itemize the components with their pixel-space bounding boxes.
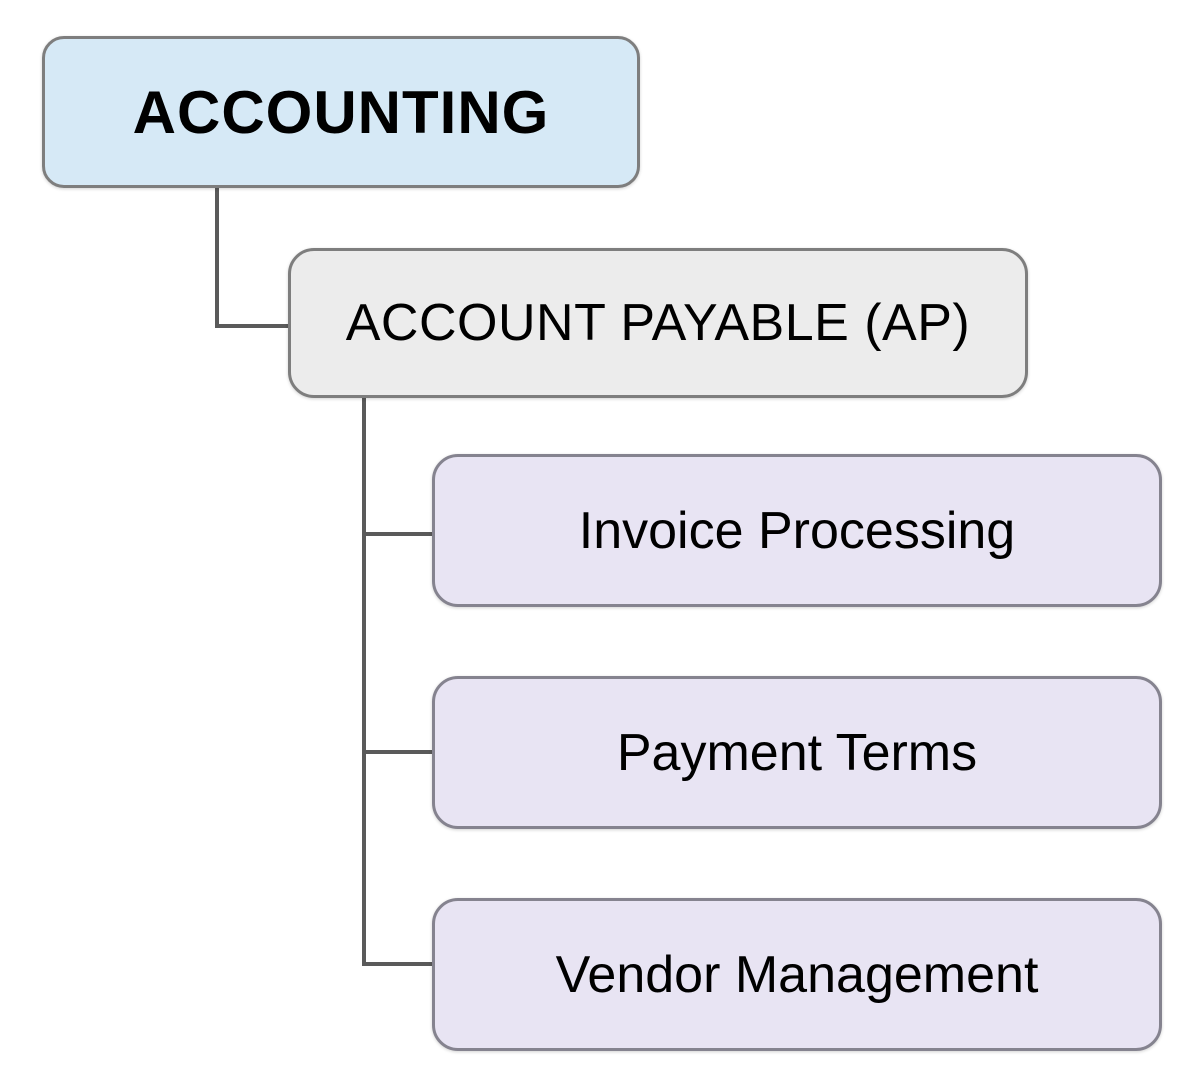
node-accounting-label: ACCOUNTING [132, 78, 550, 146]
node-vendor-management: Vendor Management [432, 898, 1162, 1051]
connector-accounting-to-ap [215, 324, 291, 328]
connector-ap-to-invoice-processing [362, 532, 434, 536]
node-payment-terms-label: Payment Terms [616, 723, 978, 782]
node-accounting: ACCOUNTING [42, 36, 640, 188]
connector-ap-trunk [362, 398, 366, 966]
node-payment-terms: Payment Terms [432, 676, 1162, 829]
connector-ap-to-vendor-management [362, 962, 434, 966]
node-invoice-processing: Invoice Processing [432, 454, 1162, 607]
node-account-payable: ACCOUNT PAYABLE (AP) [288, 248, 1028, 398]
node-invoice-processing-label: Invoice Processing [578, 501, 1016, 560]
node-vendor-management-label: Vendor Management [555, 945, 1039, 1004]
connector-accounting-vertical [215, 188, 219, 328]
node-account-payable-label: ACCOUNT PAYABLE (AP) [345, 294, 971, 352]
connector-ap-to-payment-terms [362, 750, 434, 754]
